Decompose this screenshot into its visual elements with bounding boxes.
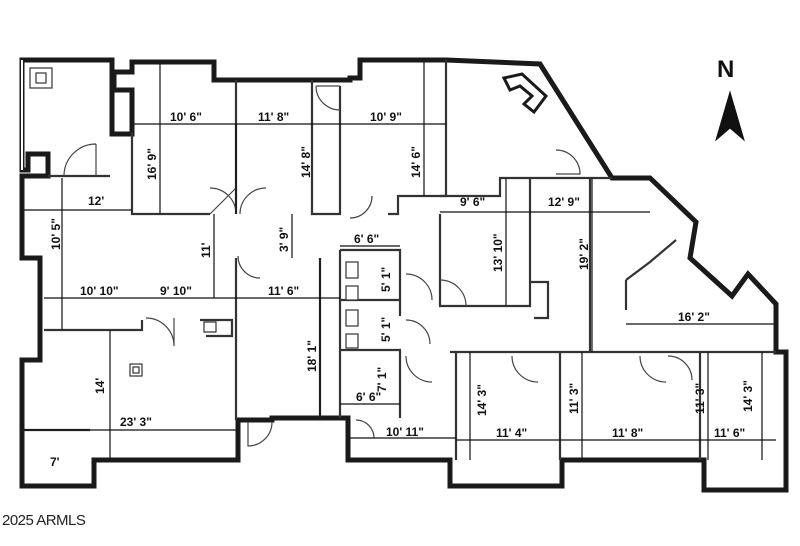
dim-reception-width: 12'	[88, 194, 104, 208]
dim-corridor-length: 18' 1"	[305, 340, 319, 372]
dim-large-room-width: 23' 3"	[120, 415, 152, 429]
dim-hall-depth: 11'	[199, 242, 213, 258]
dim-bottom-office-3-width: 11' 6"	[714, 426, 745, 440]
door-swings	[63, 85, 693, 447]
dim-restroom-top-width: 6' 6"	[354, 232, 379, 246]
dim-corner-office-width: 16' 2"	[678, 310, 710, 324]
dim-corridor-width: 11' 6"	[268, 284, 299, 298]
dim-top-right-office-width: 10' 9"	[370, 110, 402, 124]
dim-hall-width-left: 10' 10"	[80, 284, 119, 298]
dim-bottom-office-2-width: 11' 8"	[612, 426, 643, 440]
dim-corridor-top: 3' 9"	[277, 227, 291, 252]
dim-restroom-c: 7' 1"	[375, 367, 389, 392]
dim-bottom-office-2-depth: 11' 3"	[567, 383, 581, 414]
dim-east-office-a-width: 9' 6"	[460, 195, 485, 209]
dim-top-right-office-depth: 14' 6"	[409, 146, 423, 178]
dim-restroom-bottom-width: 6' 6"	[356, 390, 381, 404]
dim-bottom-office-1-depth: 14' 3"	[475, 384, 489, 416]
dim-top-mid-office-width: 11' 8"	[258, 110, 289, 124]
dim-large-room-depth: 14'	[93, 378, 107, 394]
dim-bottom-office-3-depth: 11' 3"	[693, 383, 707, 414]
dim-east-office-b-width: 12' 9"	[548, 195, 580, 209]
dim-top-mid-office-depth: 14' 8"	[299, 146, 313, 178]
dimension-lines	[22, 62, 776, 460]
dim-restroom-b: 5' 1"	[379, 317, 393, 342]
dim-top-left-office-width: 10' 6"	[170, 110, 202, 124]
dim-hall-width-mid: 9' 10"	[160, 284, 192, 298]
dim-bottom-office-1-width: 11' 4"	[496, 426, 527, 440]
north-arrow-icon	[715, 90, 745, 142]
dim-closet-width: 7'	[50, 455, 60, 469]
copyright-text: 2025 ARMLS	[2, 512, 86, 529]
dim-reception-depth: 10' 5"	[49, 218, 63, 250]
dim-east-office-b-depth: 19' 2"	[577, 238, 591, 270]
dim-bottom-office-4-depth: 14' 3"	[741, 380, 755, 412]
interior-partitions	[22, 60, 776, 460]
dim-bottom-left-span: 10' 11"	[386, 425, 424, 439]
dim-top-left-office-depth: 16' 9"	[145, 148, 159, 180]
north-label: N	[717, 56, 735, 83]
dim-east-office-a-depth: 13' 10"	[491, 233, 505, 272]
exterior-walls	[19, 57, 789, 493]
dimension-labels: 10' 6" 16' 9" 11' 8" 14' 8" 10' 9" 14' 6…	[49, 110, 755, 469]
fixtures	[29, 67, 549, 377]
dim-restroom-a: 5' 1"	[379, 267, 393, 292]
